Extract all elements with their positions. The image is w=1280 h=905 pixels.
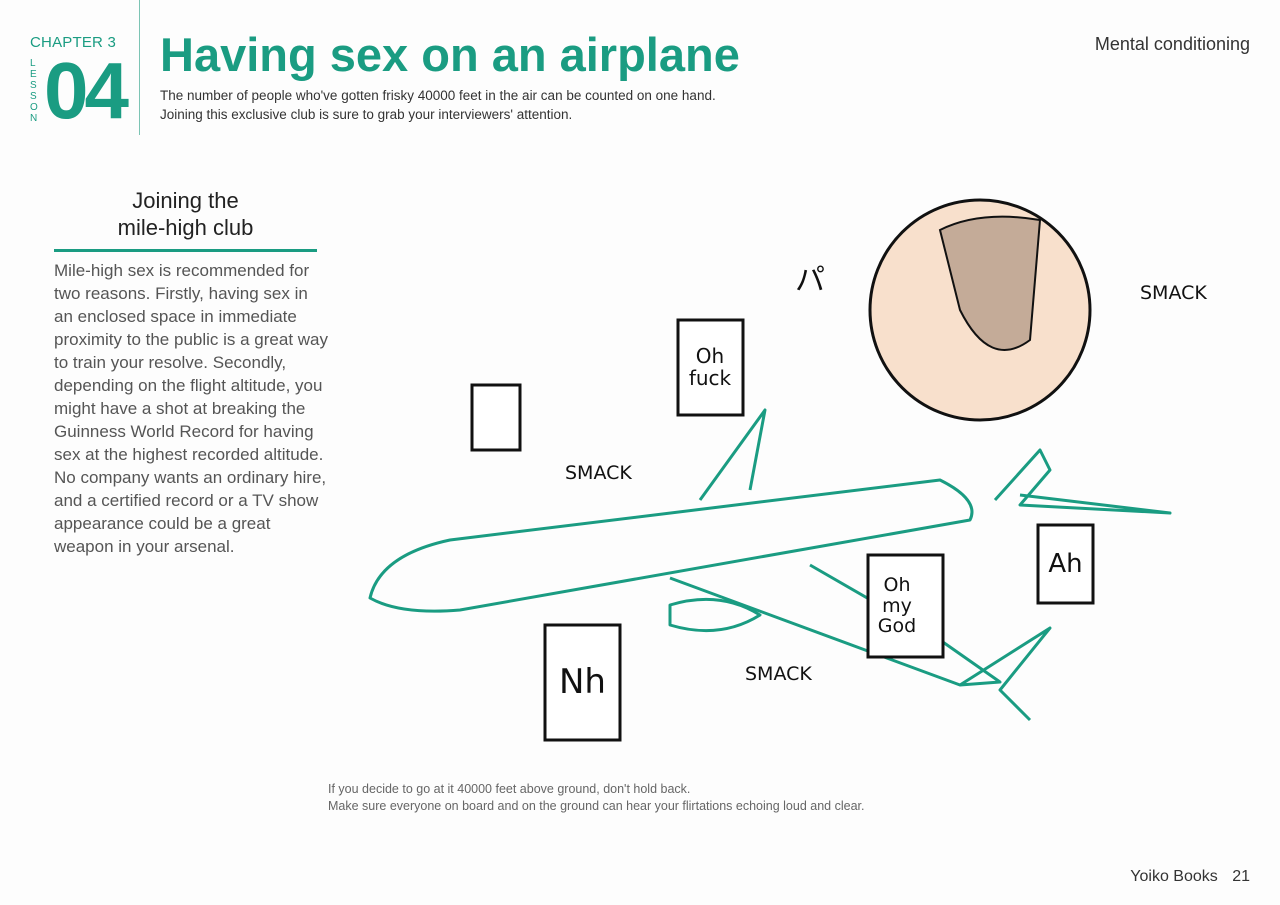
bubble-oh-my-god: Oh my God [877,573,917,638]
bubble-oh-fuck-box [676,318,745,417]
sfx-smack: SMACK [745,663,812,685]
sidebar-heading: Joining the mile-high club [54,187,317,241]
heading-line: Joining the [132,188,239,213]
sfx-pa: パ [795,263,825,298]
airplane-tail [993,448,1172,515]
caption-line: If you decide to go at it 40000 feet abo… [328,782,691,796]
bubble-ah-box [1036,523,1095,605]
heading-rule [54,249,317,252]
page-number: 21 [1232,868,1250,885]
subtitle-line: The number of people who've gotten frisk… [160,88,716,103]
airplane-upper-wing [698,408,767,501]
subtitle-line: Joining this exclusive club is sure to g… [160,107,573,122]
heading-line: mile-high club [117,215,254,240]
page-title: Having sex on an airplane [160,28,740,81]
lesson-label: LESSON [30,58,38,124]
airplane-fuselage [368,478,974,613]
sfx-smack: SMACK [1140,282,1207,304]
bubble-nh-box [543,623,622,742]
bubble-nh: Nh [559,661,606,702]
heart-card [470,383,522,452]
airplane-engine [668,597,762,633]
chapter-label: CHAPTER 3 [30,34,116,51]
publisher: Yoiko Books [1130,868,1218,885]
caption-line: Make sure everyone on board and on the g… [328,799,865,813]
section-label: Mental conditioning [1094,34,1250,54]
sidebar-body: Mile-high sex is recommended for two rea… [54,261,329,556]
bubble-oh-my-god-box [866,553,945,659]
bubble-ah: Ah [1048,548,1083,579]
inset-figure [938,215,1042,351]
subtitle: The number of people who've gotten frisk… [160,86,716,124]
bubble-oh-fuck: Oh fuck [688,344,732,390]
sfx-smack: SMACK [565,462,632,484]
illustration-caption: If you decide to go at it 40000 feet abo… [328,781,864,815]
airplane-rear-fin [959,626,1052,722]
page-footer: Yoiko Books 21 [1120,868,1250,886]
header-divider [139,0,140,135]
airplane-wing [669,563,1002,687]
airplane-illustration [368,198,1172,742]
lesson-number: 04 [44,46,129,135]
